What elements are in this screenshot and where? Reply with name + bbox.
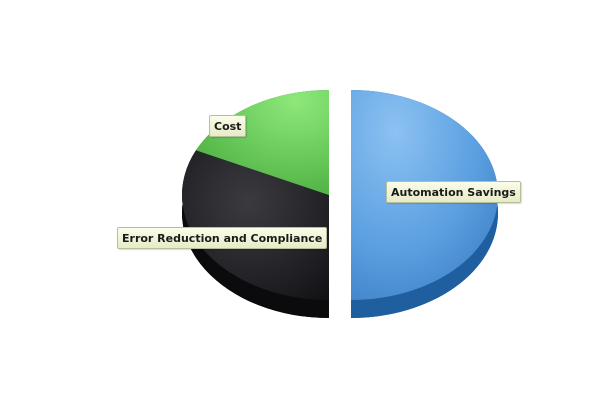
pie-slice-rim-error-reduction-and-compliance (181, 150, 329, 318)
slice-label-automation-savings: Automation Savings (386, 181, 521, 203)
pie-slice-cost[interactable] (195, 90, 329, 195)
slice-label-error-reduction-and-compliance: Error Reduction and Compliance (117, 227, 328, 249)
slice-label-cost: Cost (209, 115, 247, 137)
pie-slice-error-reduction-and-compliance[interactable] (181, 150, 329, 300)
